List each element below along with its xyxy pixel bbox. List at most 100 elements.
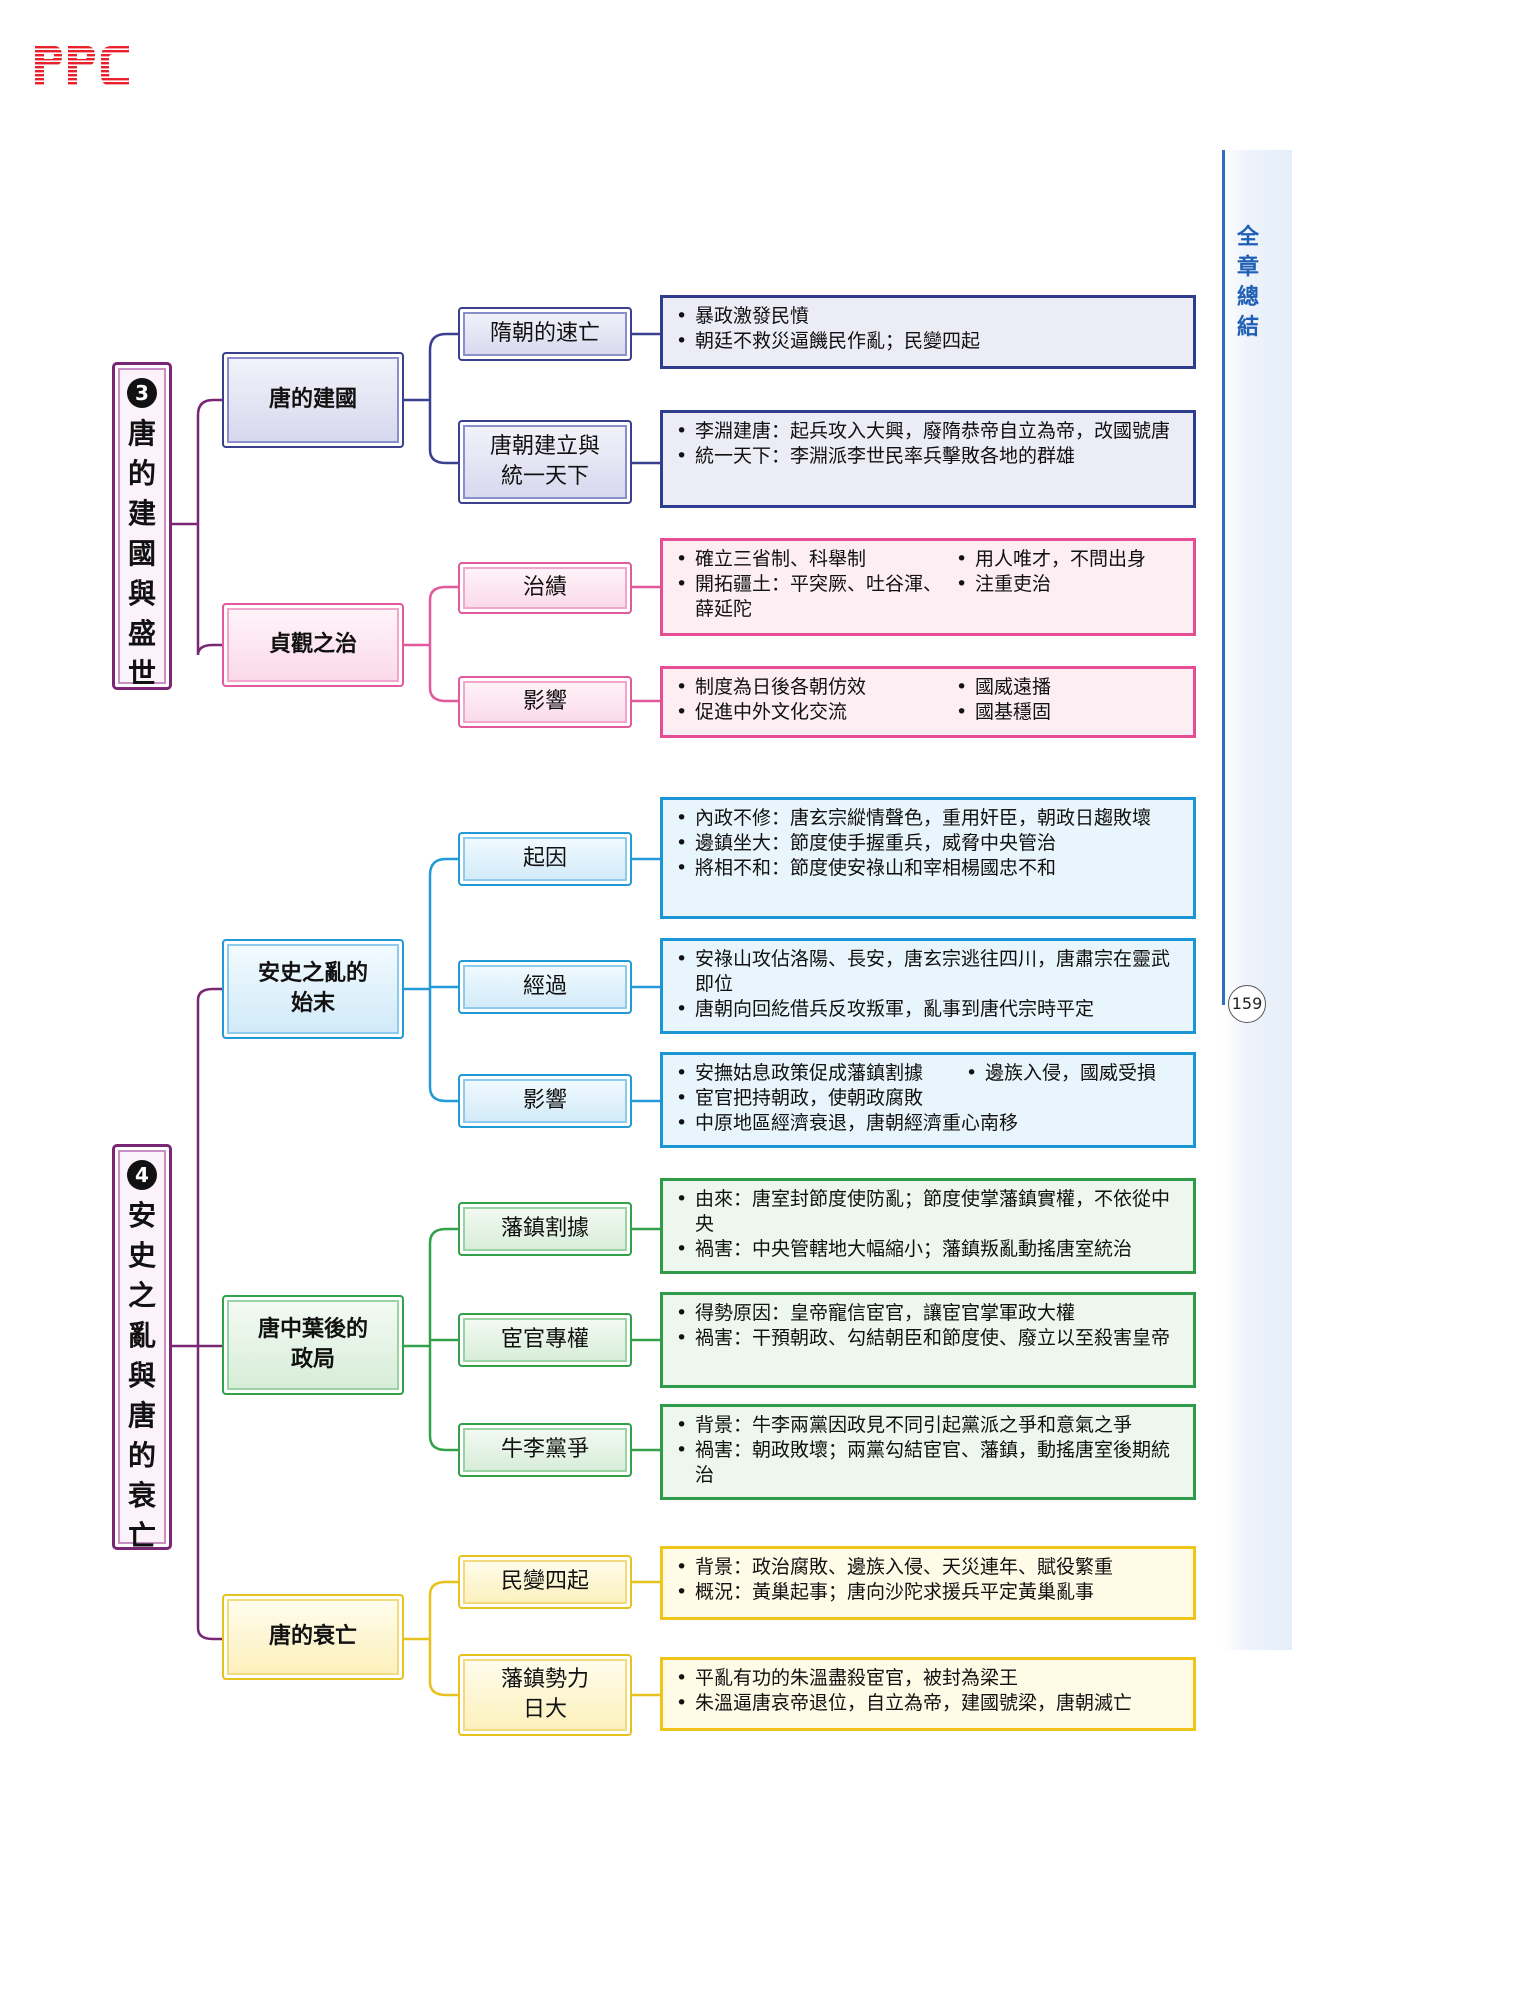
section-title-char: 唐	[127, 1399, 156, 1432]
section-title-char: 盛	[127, 617, 156, 650]
detail-item: 背景：政治腐敗、邊族入侵、天災連年、賦役繁重	[673, 1555, 1183, 1580]
connector-tang-founding	[404, 332, 458, 465]
section-title-char: 之	[127, 1279, 156, 1312]
node-line: 統一天下	[500, 464, 589, 489]
node-achievements: 治績	[458, 562, 632, 614]
connector-section3	[172, 398, 222, 656]
detail-item: 禍害：朝政敗壞；兩黨勾結宦官、藩鎮，動搖唐室後期統治	[673, 1438, 1183, 1488]
node-tang-unify: 唐朝建立與 統一天下	[458, 420, 632, 504]
connector-zhenguan	[404, 585, 458, 703]
vertical-title-char: 章	[1236, 254, 1259, 280]
node-fanzhen-power: 藩鎮勢力 日大	[458, 1654, 632, 1736]
detail-item: 開拓疆土：平突厥、吐谷渾、薛延陀	[673, 572, 953, 622]
connector-tang-fall	[404, 1580, 458, 1697]
connector-mid-tang	[404, 1227, 458, 1452]
section-title-char: 唐	[127, 417, 156, 450]
node-eunuch: 宦官專權	[458, 1313, 632, 1367]
node-revolts: 民變四起	[458, 1555, 632, 1609]
page-number: 159	[1228, 985, 1266, 1023]
section-number-badge: 4	[127, 1160, 157, 1190]
detail-zg-influence: 制度為日後各朝仿效 促進中外文化交流 國威遠播 國基穩固	[660, 666, 1196, 738]
detail-item: 由來：唐室封節度使防亂；節度使掌藩鎮實權，不依從中央	[673, 1187, 1183, 1237]
detail-item: 朱溫逼唐哀帝退位，自立為帝，建國號梁，唐朝滅亡	[673, 1691, 1183, 1716]
node-process: 經過	[458, 960, 632, 1014]
detail-item: 宦官把持朝政，使朝政腐敗	[673, 1086, 1183, 1111]
node-line: 唐中葉後的	[257, 1317, 368, 1342]
node-fanzhen: 藩鎮割據	[458, 1202, 632, 1256]
detail-causes: 內政不修：唐玄宗縱情聲色，重用奸臣，朝政日趨敗壞 邊鎮坐大：節度使手握重兵，威脅…	[660, 797, 1196, 919]
node-line: 政局	[290, 1347, 335, 1372]
node-line: 藩鎮勢力	[500, 1667, 589, 1692]
node-line: 始末	[290, 991, 335, 1016]
detail-as-influence: 安撫姑息政策促成藩鎮割據 邊族入侵，國威受損 宦官把持朝政，使朝政腐敗 中原地區…	[660, 1052, 1196, 1148]
detail-item: 禍害：中央管轄地大幅縮小；藩鎮叛亂動搖唐室統治	[673, 1237, 1183, 1262]
node-mid-tang: 唐中葉後的 政局	[222, 1295, 404, 1395]
section-title-char: 國	[127, 537, 156, 570]
section-title-char: 與	[127, 577, 156, 610]
detail-item: 統一天下：李淵派李世民率兵擊敗各地的群雄	[673, 444, 1183, 469]
vertical-title-char: 全	[1236, 224, 1259, 250]
detail-item: 確立三省制、科舉制	[673, 547, 953, 572]
detail-tang-unify: 李淵建唐：起兵攻入大興，廢隋恭帝自立為帝，改國號唐 統一天下：李淵派李世民率兵擊…	[660, 410, 1196, 508]
detail-item: 李淵建唐：起兵攻入大興，廢隋恭帝自立為帝，改國號唐	[673, 419, 1183, 444]
node-zg-influence: 影響	[458, 676, 632, 728]
detail-achievements: 確立三省制、科舉制 開拓疆土：平突厥、吐谷渾、薛延陀 用人唯才，不問出身 注重吏…	[660, 538, 1196, 636]
section-number-badge: 3	[127, 378, 157, 408]
detail-item: 安祿山攻佔洛陽、長安，唐玄宗逃往四川，唐肅宗在靈武即位	[673, 947, 1183, 997]
section-title-char: 世	[127, 657, 156, 690]
detail-item: 朝廷不救災逼饑民作亂；民變四起	[673, 329, 1183, 354]
detail-item: 國基穩固	[953, 700, 1051, 725]
section-title-char: 的	[127, 457, 156, 490]
node-causes: 起因	[458, 832, 632, 886]
section-3-title: 3 唐 的 建 國 與 盛 世	[112, 362, 172, 690]
detail-niuli: 背景：牛李兩黨因政見不同引起黨派之爭和意氣之爭 禍害：朝政敗壞；兩黨勾結宦官、藩…	[660, 1404, 1196, 1500]
detail-item: 邊鎮坐大：節度使手握重兵，威脅中央管治	[673, 831, 1183, 856]
connector-anshi	[404, 857, 458, 1103]
ppc-logo-graphic	[35, 46, 129, 86]
side-blue-line	[1222, 150, 1225, 1005]
detail-item: 注重吏治	[953, 572, 1146, 597]
section-title-char: 亡	[127, 1519, 156, 1552]
detail-item: 平亂有功的朱溫盡殺宦官，被封為梁王	[673, 1666, 1183, 1691]
detail-fanzhen-power: 平亂有功的朱溫盡殺宦官，被封為梁王 朱溫逼唐哀帝退位，自立為帝，建國號梁，唐朝滅…	[660, 1657, 1196, 1731]
node-zhenguan: 貞觀之治	[222, 603, 404, 687]
side-decoration-band	[1222, 150, 1292, 1650]
detail-item: 中原地區經濟衰退，唐朝經濟重心南移	[673, 1111, 1183, 1136]
detail-item: 用人唯才，不問出身	[953, 547, 1146, 572]
detail-item: 安撫姑息政策促成藩鎮割據	[673, 1061, 963, 1086]
detail-sui-fall: 暴政激發民憤 朝廷不救災逼饑民作亂；民變四起	[660, 295, 1196, 369]
detail-item: 制度為日後各朝仿效	[673, 675, 953, 700]
section-title-char: 與	[127, 1359, 156, 1392]
detail-item: 唐朝向回紇借兵反攻叛軍，亂事到唐代宗時平定	[673, 997, 1183, 1022]
section-title-char: 的	[127, 1439, 156, 1472]
vertical-title-char: 結	[1236, 314, 1259, 340]
detail-fanzhen: 由來：唐室封節度使防亂；節度使掌藩鎮實權，不依從中央 禍害：中央管轄地大幅縮小；…	[660, 1178, 1196, 1274]
detail-revolts: 背景：政治腐敗、邊族入侵、天災連年、賦役繁重 概況：黃巢起事；唐向沙陀求援兵平定…	[660, 1546, 1196, 1620]
node-line: 安史之亂的	[257, 961, 368, 986]
section-title-char: 史	[127, 1239, 156, 1272]
node-tang-founding: 唐的建國	[222, 352, 404, 448]
detail-item: 暴政激發民憤	[673, 304, 1183, 329]
node-line: 日大	[522, 1697, 567, 1722]
detail-item: 國威遠播	[953, 675, 1051, 700]
section-title-char: 衰	[127, 1479, 156, 1512]
detail-item: 邊族入侵，國威受損	[963, 1061, 1156, 1086]
detail-item: 促進中外文化交流	[673, 700, 953, 725]
detail-eunuch: 得勢原因：皇帝寵信宦官，讓宦官掌軍政大權 禍害：干預朝政、勾結朝臣和節度使、廢立…	[660, 1292, 1196, 1388]
ppc-logo	[32, 42, 132, 88]
section-title-char: 亂	[127, 1319, 156, 1352]
detail-item: 禍害：干預朝政、勾結朝臣和節度使、廢立以至殺害皇帝	[673, 1326, 1183, 1351]
detail-item: 背景：牛李兩黨因政見不同引起黨派之爭和意氣之爭	[673, 1413, 1183, 1438]
section-4-title: 4 安 史 之 亂 與 唐 的 衰 亡	[112, 1144, 172, 1552]
detail-process: 安祿山攻佔洛陽、長安，唐玄宗逃往四川，唐肅宗在靈武即位 唐朝向回紇借兵反攻叛軍，…	[660, 938, 1196, 1034]
detail-item: 將相不和：節度使安祿山和宰相楊國忠不和	[673, 856, 1183, 881]
connector-section4	[172, 987, 222, 1641]
detail-item: 內政不修：唐玄宗縱情聲色，重用奸臣，朝政日趨敗壞	[673, 806, 1183, 831]
node-niuli: 牛李黨爭	[458, 1423, 632, 1477]
section-title-char: 安	[127, 1199, 156, 1232]
node-sui-fall: 隋朝的速亡	[458, 307, 632, 361]
chapter-summary-vertical-title: 全 章 總 結	[1232, 222, 1264, 342]
node-as-influence: 影響	[458, 1074, 632, 1128]
section-title-char: 建	[127, 497, 156, 530]
